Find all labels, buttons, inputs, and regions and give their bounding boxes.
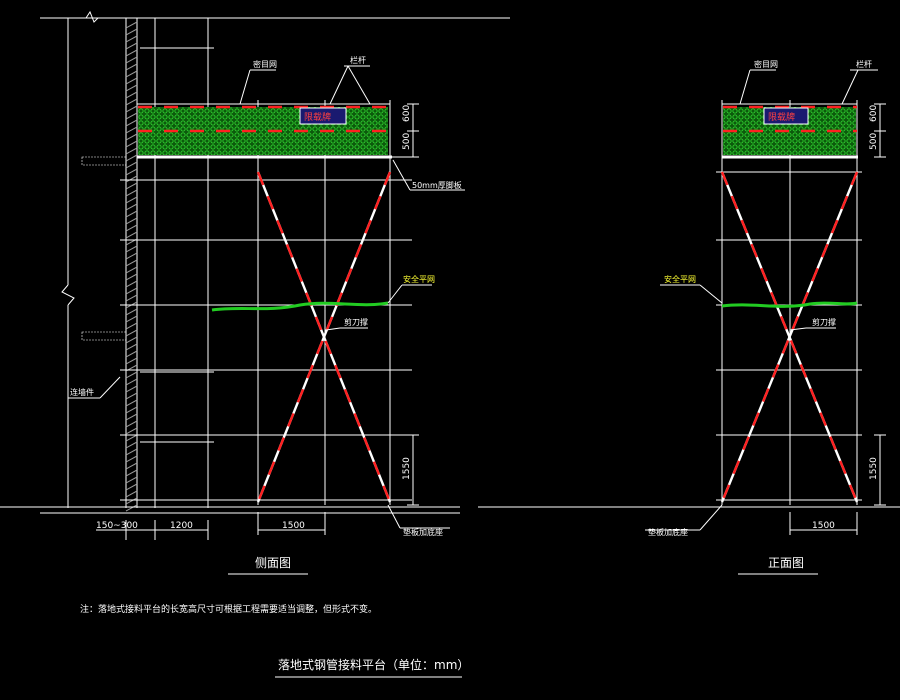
drawing-title: 落地式钢管接料平台（单位：mm） — [278, 657, 469, 672]
label-wall-tie: 连墙件 — [70, 387, 94, 397]
dim-1550-side: 1550 — [402, 457, 412, 480]
front-view: 限载牌 密目网 栏杆 安全平网 剪刀撑 垫板加底座 — [478, 59, 900, 575]
dim-600-side: 600 — [402, 105, 412, 122]
dim-front-vertical — [789, 103, 886, 535]
label-brace-front: 剪刀撑 — [812, 317, 836, 327]
dim-500-front: 500 — [869, 133, 879, 150]
label-dense-net-front: 密目网 — [754, 59, 778, 69]
safety-net-front — [721, 301, 858, 308]
label-railing-front: 栏杆 — [856, 59, 872, 69]
dim-side-horizontal — [96, 512, 326, 540]
dim-1200: 1200 — [170, 521, 193, 531]
platform-frame-side — [120, 100, 415, 505]
dim-1500-front: 1500 — [812, 521, 835, 531]
leader-dense-net — [239, 69, 251, 105]
scissor-brace-side — [256, 171, 392, 503]
dim-gap: 150~300 — [96, 521, 138, 531]
label-safety-net-front: 安全平网 — [664, 274, 696, 284]
safety-net-side — [211, 301, 389, 312]
dim-500-side: 500 — [402, 133, 412, 150]
dim-side-vertical — [407, 103, 419, 506]
dim-1500-side: 1500 — [282, 521, 305, 531]
drawing-note: 注：落地式接料平台的长宽高尺寸可根据工程需要适当调整，但形式不变。 — [80, 603, 377, 615]
break-mark — [85, 10, 99, 23]
dim-1550-front: 1550 — [869, 457, 879, 480]
label-base-side: 垫板加底座 — [403, 527, 443, 537]
side-view-title: 侧面图 — [255, 556, 291, 570]
side-view: 限载牌 密目网 栏杆 50mm厚脚板 安全平网 剪刀撑 — [0, 10, 510, 575]
label-safety-net-side: 安全平网 — [403, 274, 435, 284]
label-railing-side: 栏杆 — [350, 55, 366, 65]
label-board-side: 50mm厚脚板 — [412, 180, 462, 190]
warning-sign-front — [763, 107, 809, 125]
label-base-front: 垫板加底座 — [648, 527, 688, 537]
dim-600-front: 600 — [869, 105, 879, 122]
label-brace-side: 剪刀撑 — [344, 317, 368, 327]
warning-sign-side-label: 限载牌 — [304, 111, 331, 123]
warning-sign-front-label: 限载牌 — [768, 111, 795, 123]
label-dense-net-side: 密目网 — [253, 59, 277, 69]
scissor-brace-front — [720, 171, 859, 503]
front-view-title: 正面图 — [768, 556, 804, 570]
building-wall — [61, 18, 138, 512]
warning-sign-side — [299, 107, 347, 125]
